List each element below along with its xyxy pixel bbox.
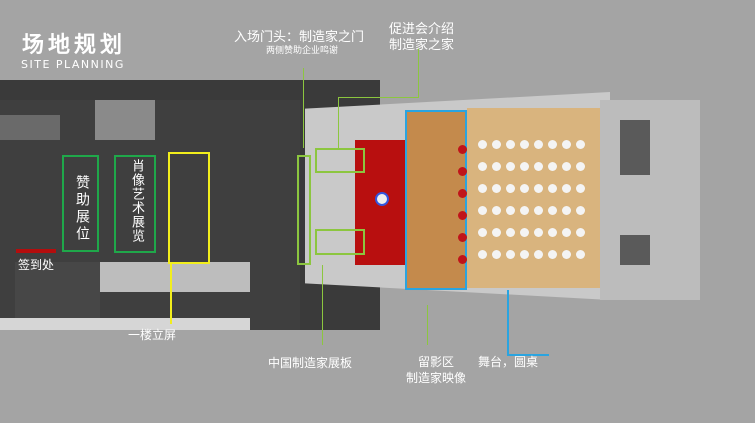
first-floor-screen-label: 一楼立屏 (128, 328, 177, 342)
escalator (95, 262, 250, 292)
screen-pointer-line (170, 264, 172, 324)
stage-box (405, 110, 467, 290)
round-table (492, 206, 501, 215)
round-table (478, 206, 487, 215)
round-table (576, 228, 585, 237)
first-floor-screen-box (168, 152, 210, 264)
round-table (548, 140, 557, 149)
round-table (478, 228, 487, 237)
stage (405, 110, 467, 290)
photo-area-label-line2: 制造家映像 (406, 371, 467, 385)
portrait-exhibit-box: 肖像艺术展览 (114, 155, 156, 253)
round-table (520, 250, 529, 259)
logo-icon (375, 192, 389, 206)
flower-decoration (458, 211, 467, 220)
round-table (576, 250, 585, 259)
round-table (548, 250, 557, 259)
round-table (562, 206, 571, 215)
round-table (506, 250, 515, 259)
entrance-label: 入场门头：制造家之门 (234, 30, 365, 45)
building-top-edge (0, 80, 380, 100)
round-table (534, 140, 543, 149)
round-table (576, 162, 585, 171)
round-table (492, 162, 501, 171)
round-table (534, 228, 543, 237)
round-table (506, 162, 515, 171)
round-table (506, 140, 515, 149)
promo-label-line2: 制造家之家 (389, 38, 455, 53)
page-subtitle: SITE PLANNING (21, 58, 125, 71)
round-table (506, 206, 515, 215)
stage-tables-label: 舞台，圆桌 (478, 355, 539, 369)
flower-decoration (458, 233, 467, 242)
round-table (492, 140, 501, 149)
round-table (478, 184, 487, 193)
round-table (576, 206, 585, 215)
round-table (534, 250, 543, 259)
checkin-marker (16, 249, 56, 253)
round-table (478, 140, 487, 149)
round-table (562, 184, 571, 193)
round-table (576, 184, 585, 193)
sponsor-booth-box: 赞助展位 (62, 155, 99, 252)
portrait-exhibit-label: 肖像艺术展览 (129, 159, 144, 243)
round-table (520, 184, 529, 193)
flower-decoration (458, 189, 467, 198)
boards-pointer-line (322, 265, 323, 345)
wall-block (0, 115, 60, 140)
round-table (520, 140, 529, 149)
entrance-box-top (315, 148, 365, 173)
photo-area-label-line1: 留影区 (418, 355, 455, 369)
table-area (467, 108, 600, 288)
checkin-label: 签到处 (18, 258, 55, 272)
round-table (548, 228, 557, 237)
round-table (562, 140, 571, 149)
round-table (534, 206, 543, 215)
round-table (478, 162, 487, 171)
stair-block (95, 100, 155, 140)
entrance-pointer-line (338, 97, 339, 149)
page-title: 场地规划 (22, 33, 127, 58)
flower-decoration (458, 255, 467, 264)
annex-room (620, 235, 650, 265)
entrance-box-bottom (315, 229, 365, 255)
round-table (548, 184, 557, 193)
right-annex (600, 100, 700, 300)
maker-boards-box (297, 155, 311, 265)
round-table (478, 250, 487, 259)
round-table (534, 184, 543, 193)
promo-pointer-line (338, 97, 418, 98)
floor-edge (0, 318, 250, 330)
round-table (562, 250, 571, 259)
entrance-pointer-line (303, 68, 304, 148)
annex-room (620, 120, 650, 175)
stage-pointer-line (507, 290, 509, 355)
stage-pointer-line (507, 354, 549, 356)
maker-boards-label: 中国制造家展板 (268, 356, 353, 370)
round-table (506, 228, 515, 237)
round-table (492, 228, 501, 237)
flower-decoration (458, 145, 467, 154)
round-table (562, 228, 571, 237)
round-table (576, 140, 585, 149)
sponsor-booth-label: 赞助展位 (74, 175, 90, 243)
round-table (520, 162, 529, 171)
entrance-sublabel: 两侧赞助企业鸣谢 (266, 46, 339, 56)
round-table (492, 250, 501, 259)
promo-pointer-line (418, 48, 419, 98)
photo-pointer-line (427, 305, 428, 345)
checkin-desk-area (15, 262, 100, 320)
round-table (506, 184, 515, 193)
round-table (534, 162, 543, 171)
round-table (548, 162, 557, 171)
round-table (548, 206, 557, 215)
promo-label-line1: 促进会介绍 (389, 22, 455, 37)
round-table (492, 184, 501, 193)
round-table (562, 162, 571, 171)
round-table (520, 206, 529, 215)
flower-decoration (458, 167, 467, 176)
round-table (520, 228, 529, 237)
